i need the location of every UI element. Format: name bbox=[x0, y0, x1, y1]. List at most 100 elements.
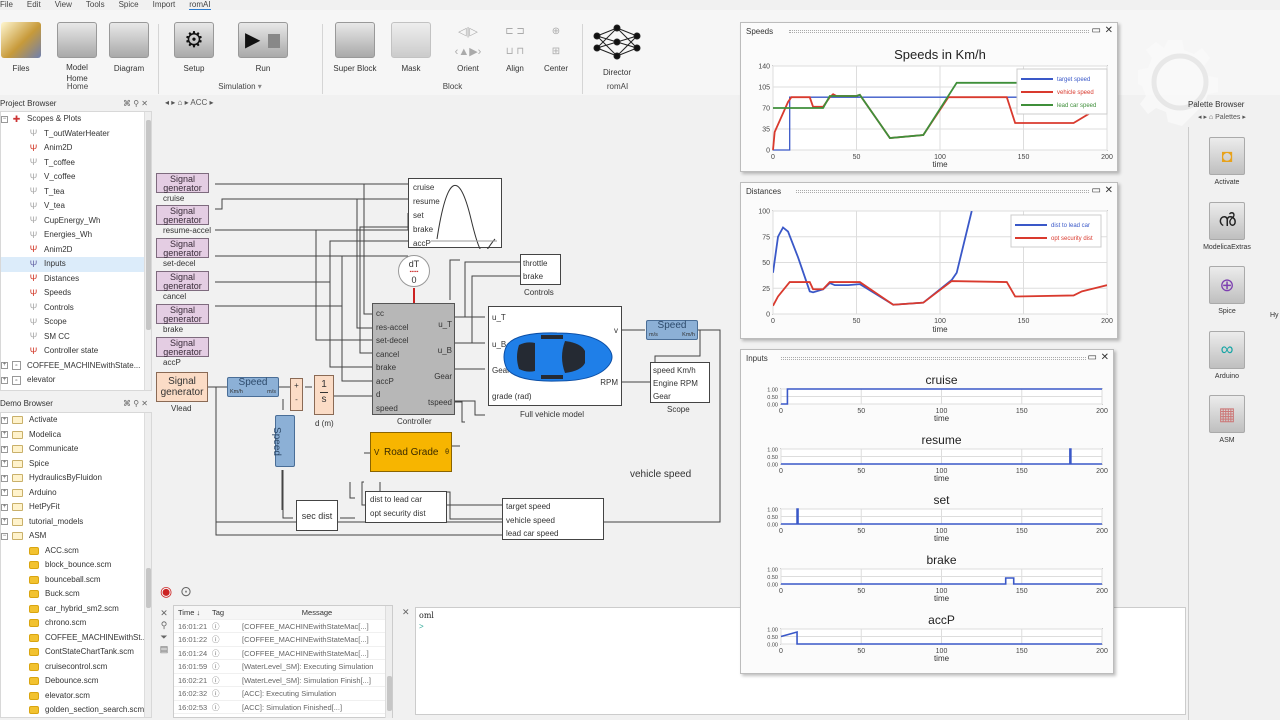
group-simulation[interactable]: Simulation ▾ bbox=[205, 82, 275, 91]
signal-generator-cancel[interactable]: Signal generator bbox=[156, 271, 209, 291]
menu-spice[interactable]: Spice bbox=[118, 0, 139, 9]
demo-folder[interactable]: +HydraulicsByFluidon bbox=[1, 471, 151, 486]
float-icon[interactable]: ⌘ bbox=[122, 99, 131, 108]
diagram-button[interactable]: Diagram bbox=[107, 22, 151, 73]
center-button[interactable]: ⊕⊞ Center bbox=[540, 22, 572, 73]
expand-icon[interactable]: + bbox=[1, 445, 8, 453]
log-header-time[interactable]: Time ↓ bbox=[178, 608, 201, 617]
save-icon[interactable]: ▤ bbox=[159, 644, 169, 654]
demo-file[interactable]: car_hybrid_sm2.scm bbox=[1, 602, 151, 617]
clock-block[interactable]: dT ▪▪▪▪▪ 0 bbox=[398, 255, 430, 287]
demo-file[interactable]: ACC.scm bbox=[1, 544, 151, 559]
demo-folder[interactable]: +Arduino bbox=[1, 486, 151, 501]
palette-item-spice[interactable]: ⊕Spice bbox=[1197, 266, 1257, 315]
expand-icon[interactable]: + bbox=[1, 460, 8, 468]
palette-crumb[interactable]: Palettes bbox=[1215, 114, 1241, 121]
float-icon[interactable]: ⌘ bbox=[122, 399, 131, 408]
expand-icon[interactable]: + bbox=[1, 416, 8, 424]
demo-file[interactable]: chrono.scm bbox=[1, 616, 151, 631]
demo-file[interactable]: cruisecontrol.scm bbox=[1, 660, 151, 675]
director-button[interactable]: Director bbox=[592, 22, 642, 77]
signal-generator-accP[interactable]: Signal generator bbox=[156, 337, 209, 357]
model-home-button[interactable]: Model Home bbox=[53, 22, 101, 84]
expand-icon[interactable]: + bbox=[1, 376, 8, 384]
search-icon[interactable]: ⚲ bbox=[160, 620, 168, 630]
demo-file[interactable]: elevator.scm bbox=[1, 689, 151, 704]
setup-button[interactable]: ⚙ Setup bbox=[172, 22, 216, 73]
demo-folder[interactable]: +Activate bbox=[1, 413, 151, 428]
expand-icon[interactable]: + bbox=[1, 503, 8, 511]
search-icon[interactable]: ⚲ bbox=[133, 399, 140, 408]
speed-converter-ms-kmh[interactable]: Speed m/s Km/h bbox=[646, 320, 698, 340]
close-icon[interactable]: ✕ bbox=[1100, 352, 1109, 363]
demo-file[interactable]: golden_section_search.scm bbox=[1, 703, 151, 717]
vehicle-model-block[interactable]: u_T u_B Gear grade (rad) v RPM bbox=[488, 306, 622, 406]
signal-generator-brake[interactable]: Signal generator bbox=[156, 304, 209, 324]
demo-folder[interactable]: +tutorial_models bbox=[1, 515, 151, 530]
palette-item-activate[interactable]: ◘Activate bbox=[1197, 137, 1257, 186]
menu-import[interactable]: Import bbox=[152, 0, 176, 9]
orient-button[interactable]: ◁|▷‹▲▶› Orient bbox=[448, 22, 488, 73]
log-scrollbar[interactable] bbox=[385, 606, 392, 718]
demo-folder[interactable]: +Modelica bbox=[1, 428, 151, 443]
close-icon[interactable]: ✕ bbox=[141, 399, 148, 408]
menu-view[interactable]: View bbox=[54, 0, 72, 9]
sum-block[interactable]: +- bbox=[290, 378, 303, 411]
align-button[interactable]: ⊏ ⊐⊔ ⊓ Align bbox=[500, 22, 530, 73]
speed-converter-vertical[interactable]: Speed bbox=[271, 415, 295, 467]
demo-folder[interactable]: +Communicate bbox=[1, 442, 151, 457]
filter-icon[interactable]: ⏷ bbox=[160, 632, 168, 642]
speed-scope-block[interactable]: target speed vehicle speed lead car spee… bbox=[502, 498, 604, 540]
close-icon[interactable]: ✕ bbox=[1104, 25, 1113, 36]
demo-file[interactable]: block_bounce.scm bbox=[1, 558, 151, 573]
expand-icon[interactable]: + bbox=[1, 518, 8, 526]
close-icon[interactable]: ✕ bbox=[160, 608, 168, 618]
demo-file[interactable]: COFFEE_MACHINEwithSt... bbox=[1, 631, 151, 646]
demo-folder[interactable]: −ASM bbox=[1, 529, 151, 544]
forward-icon[interactable]: ▸ bbox=[171, 98, 176, 107]
project-scrollbar[interactable] bbox=[144, 112, 151, 390]
signal-generator-cruise[interactable]: Signal generator bbox=[156, 173, 209, 193]
breadcrumb-acc[interactable]: ACC bbox=[190, 98, 208, 107]
demo-folder[interactable]: +HetPyFit bbox=[1, 500, 151, 515]
run-button[interactable]: ▶ Run bbox=[236, 22, 290, 73]
signal-generator-set-decel[interactable]: Signal generator bbox=[156, 238, 209, 258]
palette-item-partial[interactable]: Hy bbox=[1270, 312, 1279, 319]
zoom-fit-icon[interactable]: ⊙ bbox=[180, 583, 192, 599]
collapse-icon[interactable]: − bbox=[1, 115, 8, 123]
road-grade-block[interactable]: V Road Grade θ bbox=[370, 432, 452, 472]
demo-file[interactable]: Debounce.scm bbox=[1, 674, 151, 689]
tree-model[interactable]: +▫COFFEE_MACHINEwithState... bbox=[1, 359, 151, 374]
search-icon[interactable]: ⚲ bbox=[133, 99, 140, 108]
vlead-signal-generator[interactable]: Signal generator bbox=[156, 372, 208, 402]
back-icon[interactable]: ◂ bbox=[165, 98, 170, 107]
log-header-message[interactable]: Message bbox=[301, 608, 333, 617]
speed-converter-kmh-ms[interactable]: Speed Km/h m/s bbox=[227, 377, 279, 397]
